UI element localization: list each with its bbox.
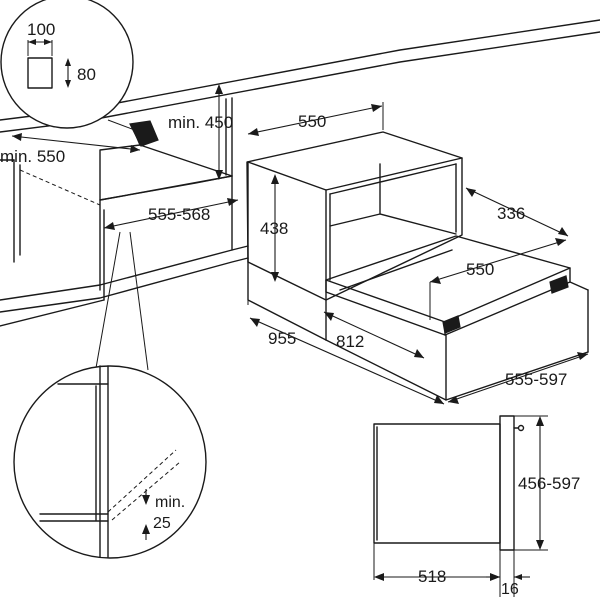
overall-depth-label: 955 — [268, 329, 296, 348]
oven-width-label: 550 — [298, 112, 326, 131]
open-depth-label: 812 — [336, 332, 364, 351]
cabinet-depth-dimension: 555-568 — [103, 198, 239, 230]
kitchen-cabinet — [0, 19, 600, 327]
body-depth-label: 518 — [418, 567, 446, 586]
front-width-label: 555-597 — [505, 370, 567, 389]
frame-thickness-label: 16 — [501, 581, 519, 597]
cavity-depth-dimension: 336 — [465, 187, 569, 237]
overall-depth-dimension: 955 — [249, 317, 445, 405]
min-width-dimension: min. 550 — [0, 133, 141, 166]
min-height-label: min. 450 — [168, 113, 233, 132]
oven-height-label: 438 — [260, 219, 288, 238]
min-height-dimension: min. 450 — [168, 84, 233, 180]
min-width-label: min. 550 — [0, 147, 65, 166]
gap-min-label: min. — [155, 494, 185, 511]
oven-width-dimension: 550 — [247, 102, 384, 136]
body-depth-dimension: 518 — [374, 567, 500, 586]
front-height-label: 456-597 — [518, 474, 580, 493]
cabinet-depth-label: 555-568 — [148, 205, 210, 224]
oven-3d-view — [246, 131, 589, 401]
oven-height-dimension: 438 — [260, 174, 288, 282]
front-width-dimension: 555-597 — [447, 352, 589, 404]
oven-side-view — [373, 415, 548, 597]
gap-detail-callout: min. 25 — [13, 231, 207, 559]
front-height-dimension: 456-597 — [518, 416, 580, 550]
door-width-dimension: 550 — [429, 238, 567, 320]
slot-width-label: 100 — [27, 20, 55, 39]
cavity-depth-label: 336 — [497, 204, 525, 223]
slot-height-label: 80 — [77, 65, 96, 84]
frame-thickness-dimension: 16 — [486, 574, 530, 597]
open-depth-dimension: 812 — [323, 311, 425, 359]
gap-value-label: 25 — [153, 515, 171, 532]
vent-detail-callout: 100 80 — [0, 0, 141, 133]
door-width-label: 550 — [466, 260, 494, 279]
